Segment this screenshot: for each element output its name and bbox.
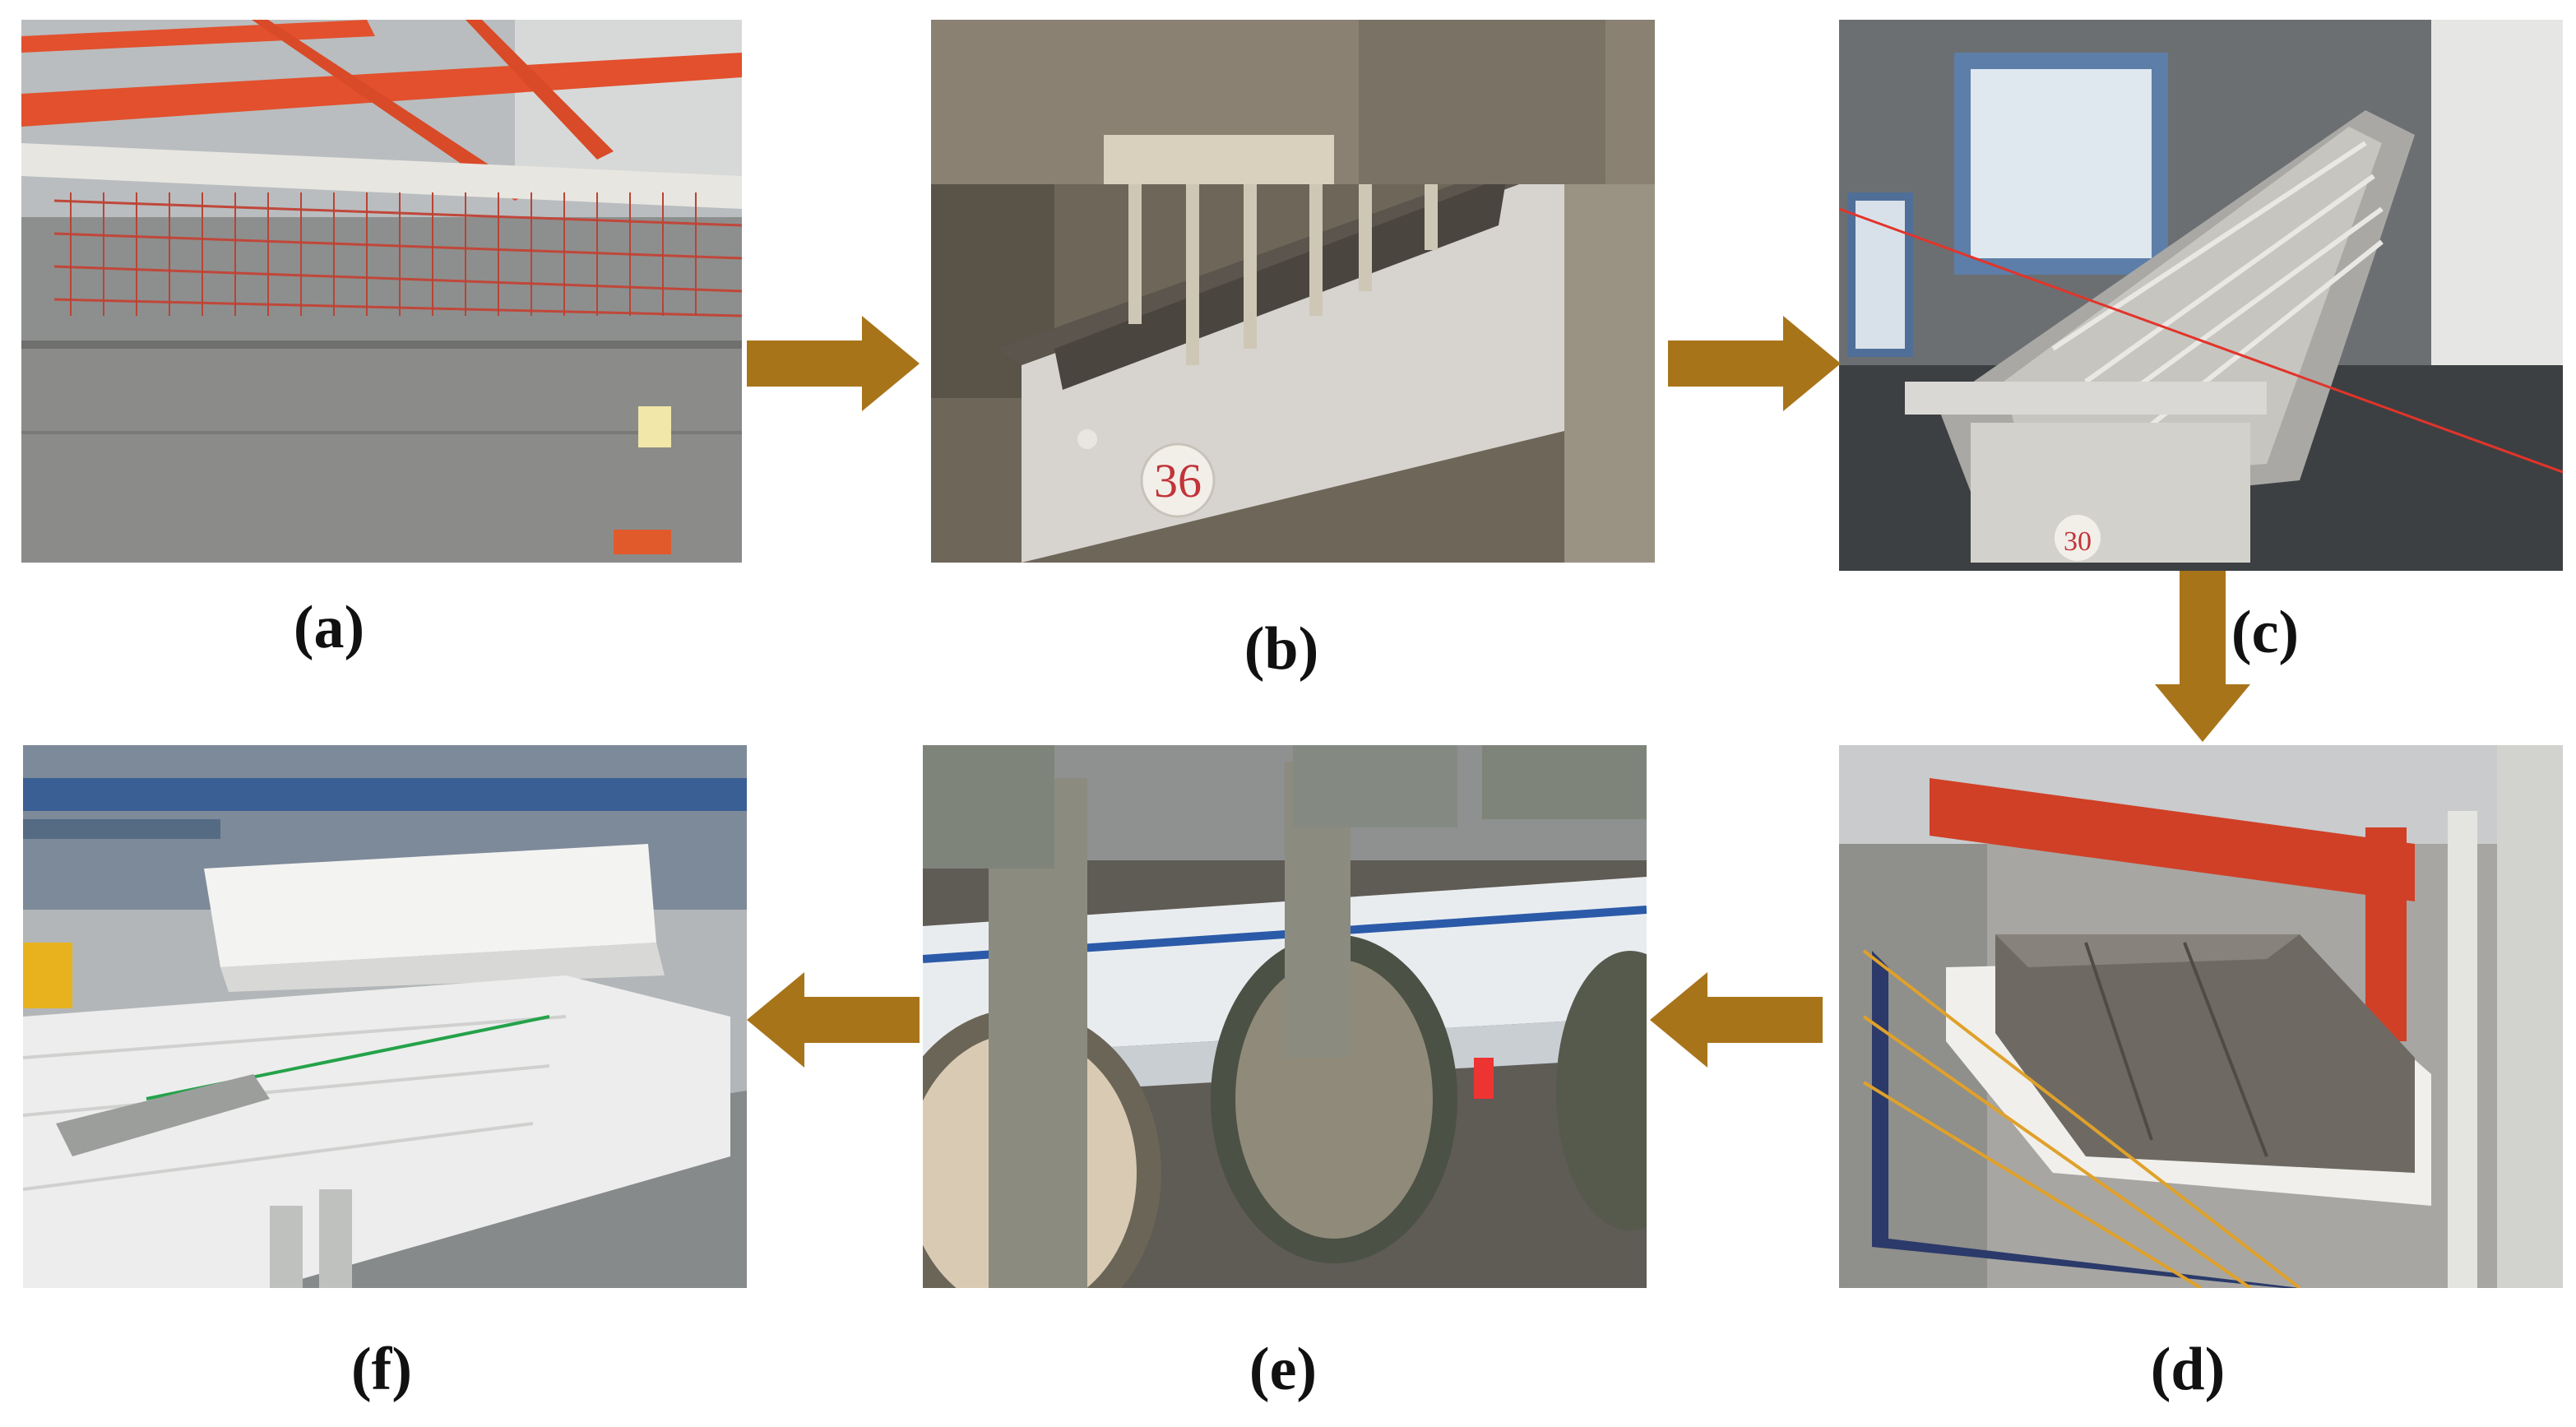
svg-text:36: 36 <box>1154 454 1202 507</box>
label-c: (c) <box>2231 599 2300 666</box>
label-d: (d) <box>2150 1336 2226 1403</box>
photo-f-finished-panels <box>23 745 747 1288</box>
arrow-a-to-b <box>747 316 920 411</box>
photo-b-casting-mould: 36 <box>931 20 1655 563</box>
photo-e-autoclaves <box>923 745 1647 1288</box>
label-a: (a) <box>293 594 365 661</box>
arrow-c-to-d <box>2155 571 2250 742</box>
photo-a-rebar-cage <box>21 20 742 563</box>
arrow-d-to-e <box>1650 972 1823 1068</box>
label-b: (b) <box>1244 615 1319 683</box>
svg-text:30: 30 <box>2064 526 2092 557</box>
label-e: (e) <box>1249 1336 1318 1403</box>
photo-c-mould-with-frame: 30 <box>1839 20 2563 571</box>
arrow-b-to-c <box>1668 316 1841 411</box>
arrow-e-to-f <box>747 972 920 1068</box>
label-f: (f) <box>351 1336 412 1403</box>
photo-d-lifting-blocks <box>1839 745 2563 1288</box>
